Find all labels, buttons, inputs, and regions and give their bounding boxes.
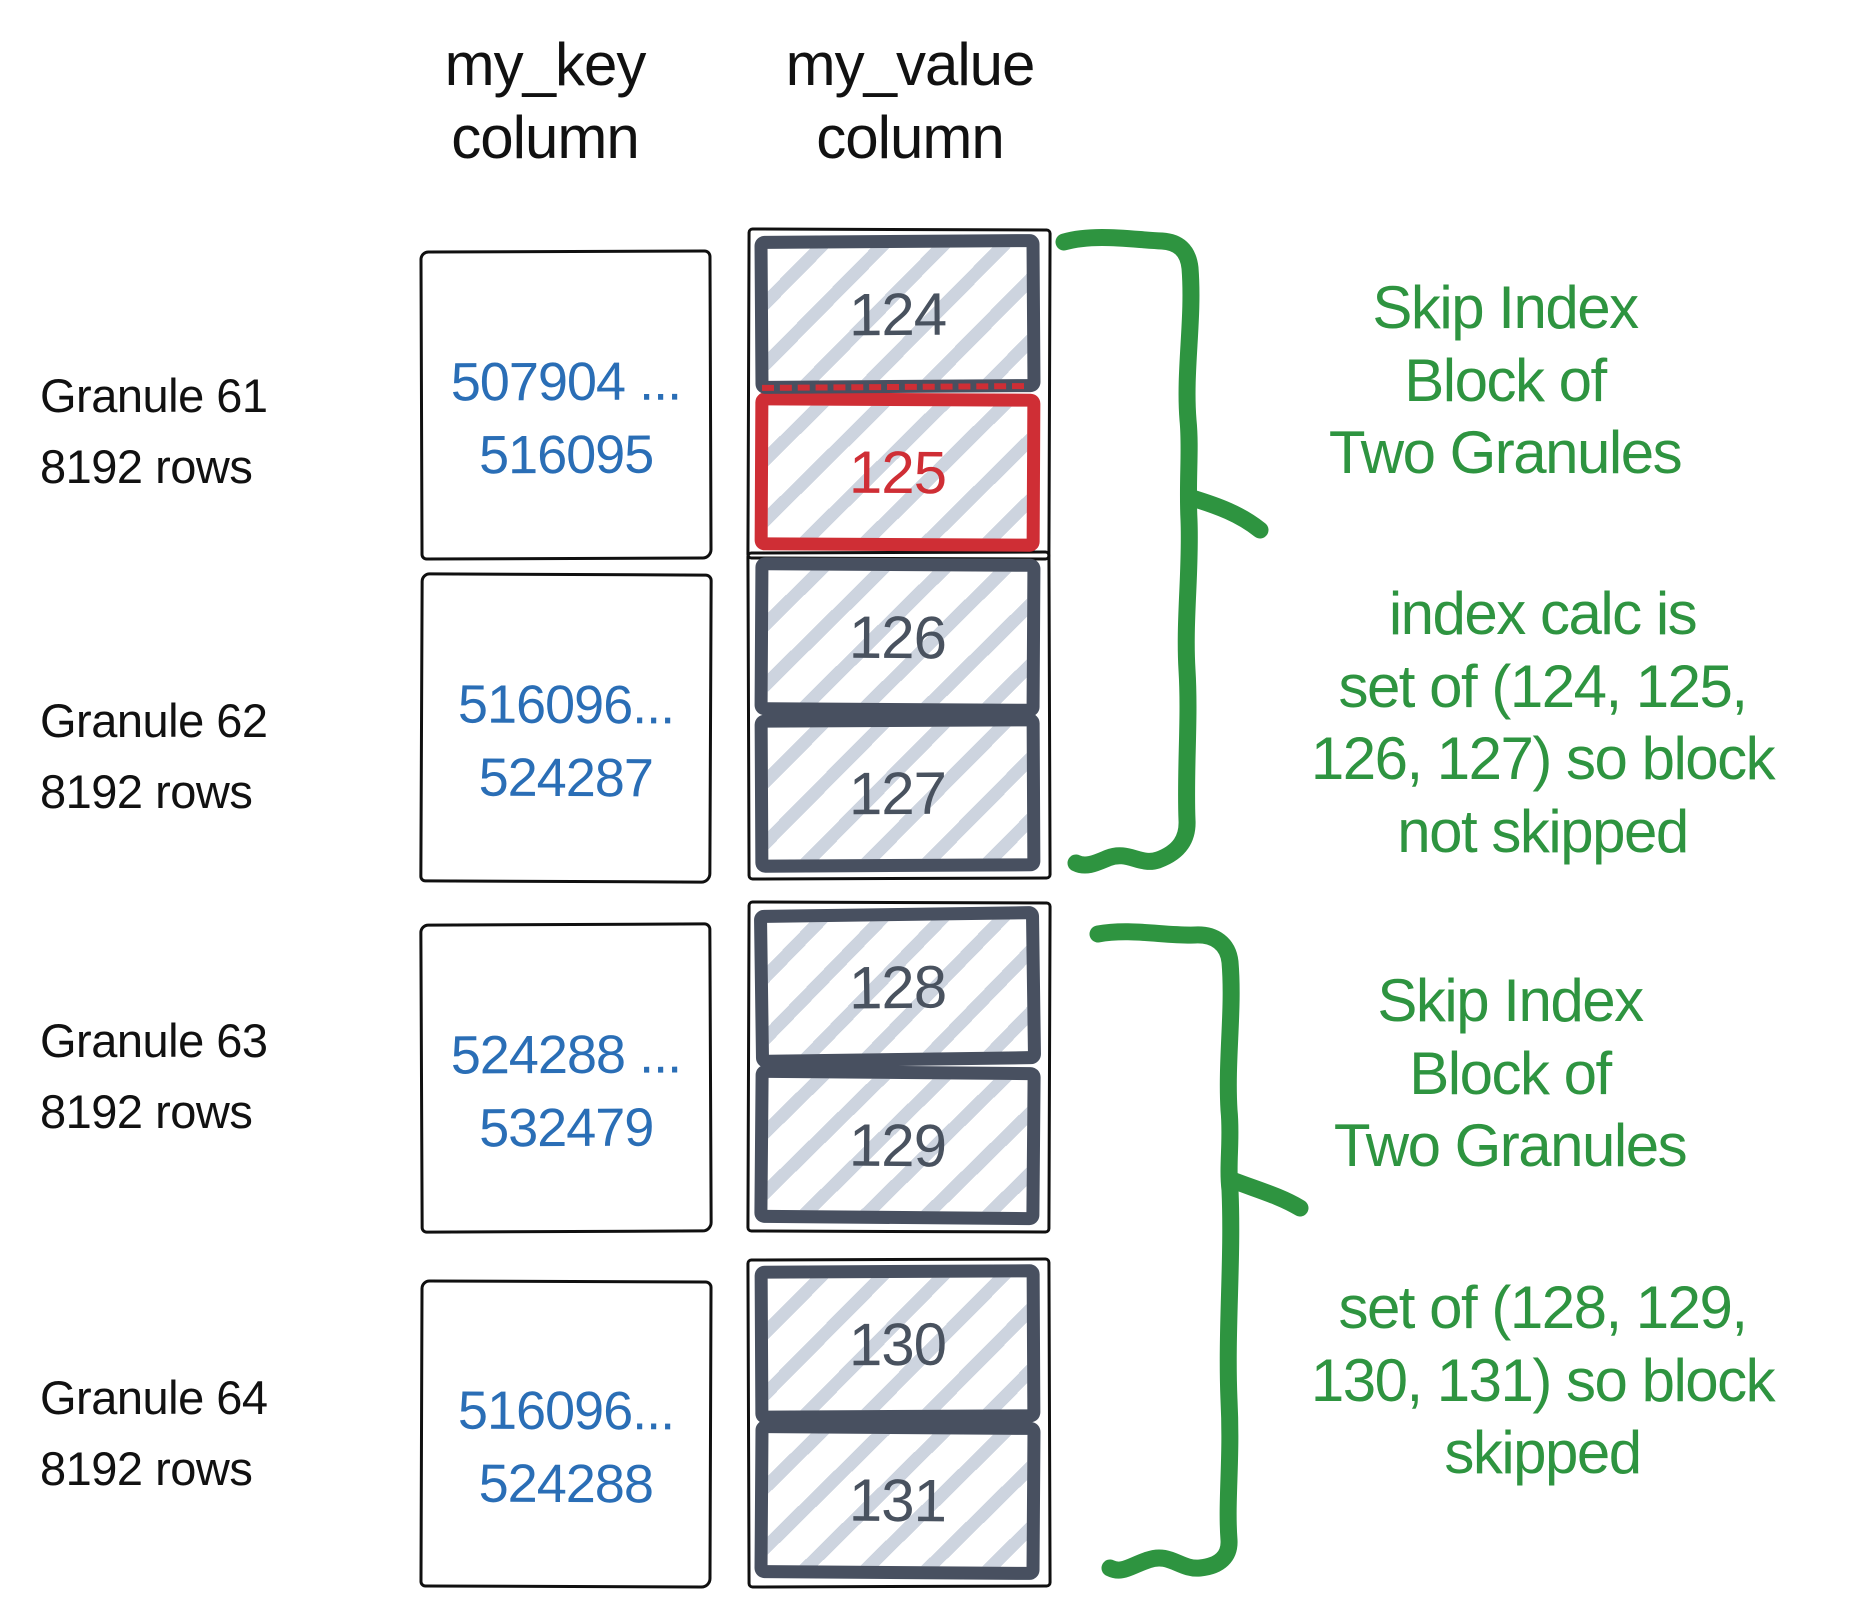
- annotation-4-line3: skipped: [1444, 1419, 1642, 1487]
- granule-62-rows: 8192 rows: [40, 765, 253, 819]
- value-block-125-label: 125: [848, 438, 947, 506]
- value-block-124-label: 124: [848, 280, 947, 348]
- value-block-130: 130: [754, 1264, 1041, 1424]
- annotation-2-line1: index calc is: [1388, 580, 1698, 647]
- value-block-126-label: 126: [848, 603, 947, 671]
- annotation-3-line1: Skip Index: [1377, 967, 1644, 1034]
- annotation-1-line3: Two Granules: [1328, 419, 1683, 487]
- granule-63-name: Granule 63: [40, 1014, 268, 1067]
- granule-61-name: Granule 61: [40, 369, 268, 422]
- granule-61-rows: 8192 rows: [40, 440, 253, 494]
- granule-64-rows: 8192 rows: [40, 1442, 253, 1496]
- annotation-2-line3: 126, 127) so block: [1310, 725, 1776, 793]
- value-block-127-label: 127: [848, 759, 947, 827]
- annotation-1-line1: Skip Index: [1372, 274, 1639, 341]
- value-block-128-label: 128: [848, 952, 947, 1022]
- brace-block-1-pointer: [1183, 489, 1269, 539]
- my-key-header-line2: column: [451, 104, 639, 172]
- brace-block-2: [1089, 923, 1240, 1579]
- annotation-1-line2: Block of: [1404, 346, 1607, 414]
- value-block-126: 126: [754, 557, 1041, 717]
- annotation-index-calc-not-skipped: index calc is set of (124, 125, 126, 127…: [1228, 578, 1857, 868]
- annotation-2-line2: set of (124, 125,: [1338, 652, 1748, 720]
- my-value-header-line2: column: [816, 104, 1004, 172]
- value-block-128: 128: [753, 906, 1042, 1068]
- annotation-2-line4: not skipped: [1397, 797, 1689, 865]
- annotation-3-line3: Two Granules: [1333, 1112, 1688, 1180]
- annotation-4-line1: set of (128, 129,: [1338, 1274, 1748, 1341]
- annotation-skip-block-1: Skip Index Block of Two Granules: [1240, 272, 1770, 490]
- my-value-header-line1: my_value: [785, 31, 1036, 98]
- granule-62-name: Granule 62: [40, 694, 268, 747]
- granule-62-label: Granule 62 8192 rows: [40, 685, 340, 828]
- granule-61-label: Granule 61 8192 rows: [40, 360, 340, 503]
- granule-64-label: Granule 64 8192 rows: [40, 1362, 340, 1505]
- value-block-131: 131: [754, 1420, 1041, 1580]
- brace-block-2-pointer: [1223, 1171, 1309, 1217]
- value-block-129: 129: [754, 1064, 1041, 1226]
- my-value-column-header: my_value column: [750, 28, 1070, 174]
- annotation-3-line2: Block of: [1409, 1039, 1612, 1107]
- granule-64-name: Granule 64: [40, 1371, 268, 1424]
- annotation-set-skipped: set of (128, 129, 130, 131) so block ski…: [1228, 1272, 1857, 1490]
- value-block-124: 124: [754, 234, 1041, 394]
- granule-63-label: Granule 63 8192 rows: [40, 1005, 340, 1148]
- annotation-skip-block-2: Skip Index Block of Two Granules: [1245, 965, 1775, 1183]
- annotation-4-line2: 130, 131) so block: [1310, 1346, 1776, 1414]
- granule-63-rows: 8192 rows: [40, 1085, 253, 1139]
- value-block-125-highlighted: 125: [754, 392, 1041, 552]
- value-block-127: 127: [754, 713, 1041, 873]
- value-block-130-label: 130: [848, 1310, 947, 1378]
- brace-block-1: [1055, 228, 1200, 874]
- value-block-129-label: 129: [848, 1111, 947, 1179]
- my-key-header-line1: my_key: [444, 31, 647, 98]
- value-block-131-label: 131: [848, 1466, 947, 1534]
- my-key-column-header: my_key column: [385, 28, 705, 174]
